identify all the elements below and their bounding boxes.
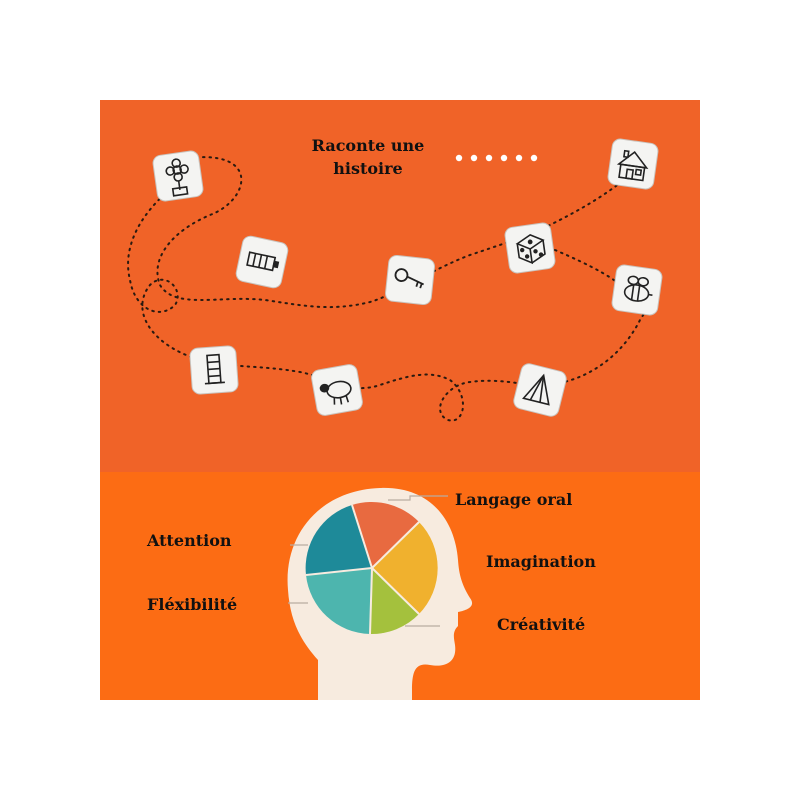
sheep-icon: [319, 380, 352, 405]
pie-slice-imagination: [372, 522, 438, 614]
sheep-die: [311, 364, 363, 416]
title-line-1: Raconte une: [312, 136, 425, 155]
key-die: [385, 255, 435, 305]
house-die: [607, 138, 659, 190]
pie-slice-oral-language: [352, 502, 419, 568]
bee-icon: [623, 275, 653, 302]
key-icon: [394, 268, 424, 289]
die-icon: [515, 233, 546, 265]
die-die: [504, 222, 556, 274]
label-creativity: Créativité: [497, 615, 585, 634]
pie-slice-creativity: [370, 568, 419, 635]
title-line-2: histoire: [333, 159, 402, 178]
flower-icon: [165, 158, 189, 197]
pyramid-icon: [522, 373, 550, 406]
title-dots: [455, 154, 538, 162]
battery-die: [235, 235, 289, 289]
label-flexibility: Fléxibilité: [147, 595, 237, 614]
label-attention: Attention: [146, 531, 232, 550]
brain-pie-chart: [305, 502, 438, 635]
battery-icon: [246, 251, 280, 272]
leader-lines: [288, 495, 448, 627]
pyramid-die: [513, 363, 567, 417]
story-path-right: [554, 249, 631, 296]
pie-slice-flexibility: [306, 568, 372, 634]
house-icon: [616, 149, 649, 182]
label-oral-language: Langage oral: [455, 490, 572, 509]
bee-die: [611, 264, 663, 316]
flower-die: [152, 150, 204, 202]
tower-icon: [204, 353, 225, 385]
label-imagination: Imagination: [486, 552, 596, 571]
tower-die: [189, 345, 239, 395]
pie-slice-attention: [305, 505, 372, 575]
